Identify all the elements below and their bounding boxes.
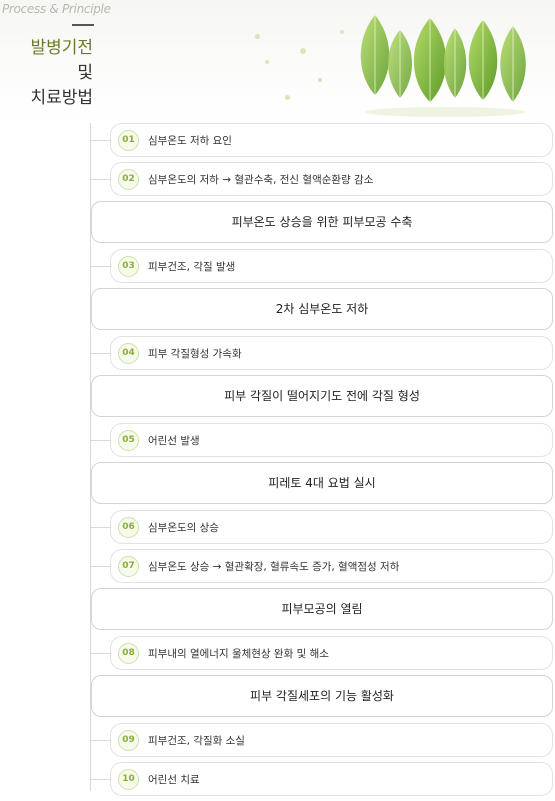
page-title-line-2: 및 [77, 63, 93, 83]
result-box: 피부모공의 열림 [91, 588, 553, 630]
step-text: 피부 각질형성 가속화 [148, 348, 242, 360]
step-text: 심부온도 저하 요인 [148, 135, 232, 147]
list-item: 07 심부온도 상승 → 혈관확장, 혈류속도 증가, 혈액점성 저하 [91, 549, 553, 583]
decor-dot [300, 48, 306, 54]
title-dash [72, 24, 94, 26]
step-number: 04 [118, 343, 139, 364]
result-box: 피부 각질이 떨어지기도 전에 각질 형성 [91, 375, 553, 417]
decor-dot [255, 34, 260, 39]
step-number: 03 [118, 256, 139, 277]
decor-dot [285, 95, 290, 100]
step-text: 어린선 발생 [148, 435, 200, 447]
result-box: 2차 심부온도 저하 [91, 288, 553, 330]
step-text: 심부온도의 저하 → 혈관수축, 전신 혈액순환량 감소 [148, 174, 374, 186]
list-item: 01 심부온도 저하 요인 [91, 123, 553, 157]
list-item: 05 어린선 발생 [91, 423, 553, 457]
page-title-line-1: 발병기전 [30, 38, 93, 58]
header-subtitle: Process & Principle [2, 2, 111, 16]
list-item: 04 피부 각질형성 가속화 [91, 336, 553, 370]
step-text: 피부내의 열에너지 울체현상 완화 및 해소 [148, 648, 329, 660]
result-box: 피부온도 상승을 위한 피부모공 수축 [91, 201, 553, 243]
step-number: 09 [118, 730, 139, 751]
decor-dot [318, 78, 322, 82]
flow-line [90, 123, 91, 791]
step-number: 07 [118, 556, 139, 577]
decor-dot [265, 60, 269, 64]
step-text: 심부온도의 상승 [148, 522, 219, 534]
step-number: 05 [118, 430, 139, 451]
decor-dot [340, 30, 344, 34]
list-item: 08 피부내의 열에너지 울체현상 완화 및 해소 [91, 636, 553, 670]
list-item: 06 심부온도의 상승 [91, 510, 553, 544]
leaves-illustration [360, 15, 526, 117]
list-item: 03 피부건조, 각질 발생 [91, 249, 553, 283]
step-text: 어린선 치료 [148, 774, 200, 786]
step-text: 피부건조, 각질화 소실 [148, 735, 245, 747]
step-number: 10 [118, 769, 139, 790]
list-item: 09 피부건조, 각질화 소실 [91, 723, 553, 757]
step-text: 피부건조, 각질 발생 [148, 261, 236, 273]
page-title-line-3: 치료방법 [30, 88, 93, 108]
step-number: 02 [118, 169, 139, 190]
result-box: 피부 각질세포의 기능 활성화 [91, 675, 553, 717]
step-text: 심부온도 상승 → 혈관확장, 혈류속도 증가, 혈액점성 저하 [148, 561, 400, 573]
result-box: 피레토 4대 요법 실시 [91, 462, 553, 504]
list-item: 10 어린선 치료 [91, 762, 553, 796]
step-number: 08 [118, 643, 139, 664]
step-number: 01 [118, 130, 139, 151]
page-title: 발병기전 및 치료방법 [30, 36, 93, 111]
step-number: 06 [118, 517, 139, 538]
list-item: 02 심부온도의 저하 → 혈관수축, 전신 혈액순환량 감소 [91, 162, 553, 196]
